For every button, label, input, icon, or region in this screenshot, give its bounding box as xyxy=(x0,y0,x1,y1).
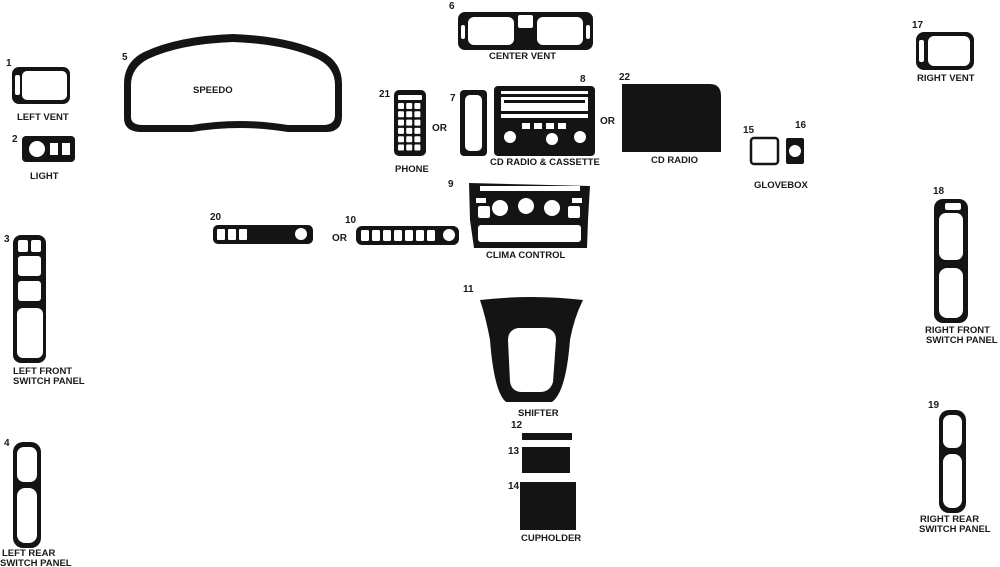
piece-6-center-vent: 6 CENTER VENT xyxy=(449,1,593,62)
piece-label: CUPHOLDER xyxy=(521,533,581,544)
piece-number: 6 xyxy=(449,1,455,12)
piece-number: 20 xyxy=(210,212,222,223)
piece-label-line2: SWITCH PANEL xyxy=(0,558,72,567)
piece-number: 10 xyxy=(345,215,357,226)
switch-buttons xyxy=(361,230,435,241)
button-cutout xyxy=(361,230,369,241)
piece-number: 11 xyxy=(463,284,474,295)
piece-number: 8 xyxy=(580,74,586,85)
piece-22-cd-radio: 22 CD RADIO xyxy=(619,72,721,166)
or-label: OR xyxy=(600,116,616,127)
piece-number: 9 xyxy=(448,179,454,190)
piece-number: 2 xyxy=(12,134,18,145)
button-cutout xyxy=(406,136,413,143)
piece-11-shifter: 11 SHIFTER xyxy=(463,284,583,419)
or-label: OR xyxy=(432,123,448,134)
piece-label-line1: RIGHT REAR xyxy=(920,514,979,525)
piece-7: 7 xyxy=(450,90,487,156)
button-cutout xyxy=(383,230,391,241)
piece-number: 14 xyxy=(508,481,520,492)
piece-18-right-front-switch-panel: 18 RIGHT FRONT SWITCH PANEL xyxy=(925,186,998,346)
piece-label-line2: SWITCH PANEL xyxy=(13,376,85,387)
piece-label: CLIMA CONTROL xyxy=(486,250,566,261)
piece-number: 5 xyxy=(122,52,128,63)
piece-number: 22 xyxy=(619,72,631,83)
button-cutout xyxy=(406,144,413,151)
button-cutout xyxy=(414,136,421,143)
piece-15-16-glovebox: 15 16 GLOVEBOX xyxy=(743,120,809,191)
piece-label: CENTER VENT xyxy=(489,51,556,62)
button-cutout xyxy=(416,230,424,241)
piece-21-phone: 21 PHONE xyxy=(379,89,429,175)
button-cutout xyxy=(414,119,421,126)
piece-1-left-vent: 1 LEFT VENT xyxy=(6,58,70,123)
piece-12-13-14-cupholder: 12 13 14 CUPHOLDER xyxy=(508,420,581,544)
button-cutout xyxy=(372,230,380,241)
piece-number: 18 xyxy=(933,186,945,197)
button-cutout xyxy=(398,119,404,126)
button-cutout xyxy=(398,127,404,134)
piece-number: 19 xyxy=(928,400,940,411)
piece-number: 4 xyxy=(4,438,10,449)
button-cutout xyxy=(427,230,435,241)
button-cutout xyxy=(398,136,404,143)
piece-number: 16 xyxy=(795,120,807,131)
piece-label: RIGHT VENT xyxy=(917,73,975,84)
piece-label: CD RADIO & CASSETTE xyxy=(490,157,600,168)
piece-10: 10 xyxy=(345,215,459,245)
piece-label-line1: RIGHT FRONT xyxy=(925,325,990,336)
piece-number: 21 xyxy=(379,89,391,100)
piece-17-right-vent: 17 RIGHT VENT xyxy=(912,20,975,84)
piece-9-clima-control: 9 CLIMA CONTROL xyxy=(448,179,590,261)
or-label: OR xyxy=(332,233,348,244)
button-cutout xyxy=(405,230,413,241)
button-cutout xyxy=(406,111,413,118)
piece-19-right-rear-switch-panel: 19 RIGHT REAR SWITCH PANEL xyxy=(919,400,991,535)
button-cutout xyxy=(414,111,421,118)
piece-label: PHONE xyxy=(395,164,429,175)
button-cutout xyxy=(398,144,404,151)
piece-20: 20 xyxy=(210,212,313,244)
piece-number: 1 xyxy=(6,58,12,69)
piece-label: SPEEDO xyxy=(193,85,233,96)
piece-number: 17 xyxy=(912,20,924,31)
piece-3-left-front-switch-panel: 3 LEFT FRONT SWITCH PANEL xyxy=(4,234,85,387)
piece-label: GLOVEBOX xyxy=(754,180,809,191)
piece-label-line1: LEFT FRONT xyxy=(13,366,72,377)
piece-8-cd-radio-cassette: 8 CD RADIO & CASSETTE xyxy=(490,74,600,168)
piece-number: 3 xyxy=(4,234,10,245)
piece-4-left-rear-switch-panel: 4 LEFT REAR SWITCH PANEL xyxy=(0,438,72,567)
piece-2-light: 2 LIGHT xyxy=(12,134,75,182)
button-cutout xyxy=(406,127,413,134)
piece-label-line1: LEFT REAR xyxy=(2,548,55,559)
piece-label: SHIFTER xyxy=(518,408,559,419)
button-cutout xyxy=(414,144,421,151)
piece-number: 15 xyxy=(743,125,755,136)
button-cutout xyxy=(406,119,413,126)
piece-number: 7 xyxy=(450,93,456,104)
button-cutout xyxy=(406,103,413,109)
piece-number: 12 xyxy=(511,420,523,431)
piece-label: CD RADIO xyxy=(651,155,698,166)
piece-number: 13 xyxy=(508,446,520,457)
piece-label: LIGHT xyxy=(30,171,59,182)
button-cutout xyxy=(398,111,404,118)
piece-label-line2: SWITCH PANEL xyxy=(926,335,998,346)
button-cutout xyxy=(414,127,421,134)
button-cutout xyxy=(398,103,404,109)
piece-5-speedo: 5 SPEEDO xyxy=(122,34,342,132)
phone-keypad xyxy=(398,103,421,151)
button-cutout xyxy=(414,103,421,109)
piece-label-line2: SWITCH PANEL xyxy=(919,524,991,535)
button-cutout xyxy=(394,230,402,241)
piece-label: LEFT VENT xyxy=(17,112,69,123)
